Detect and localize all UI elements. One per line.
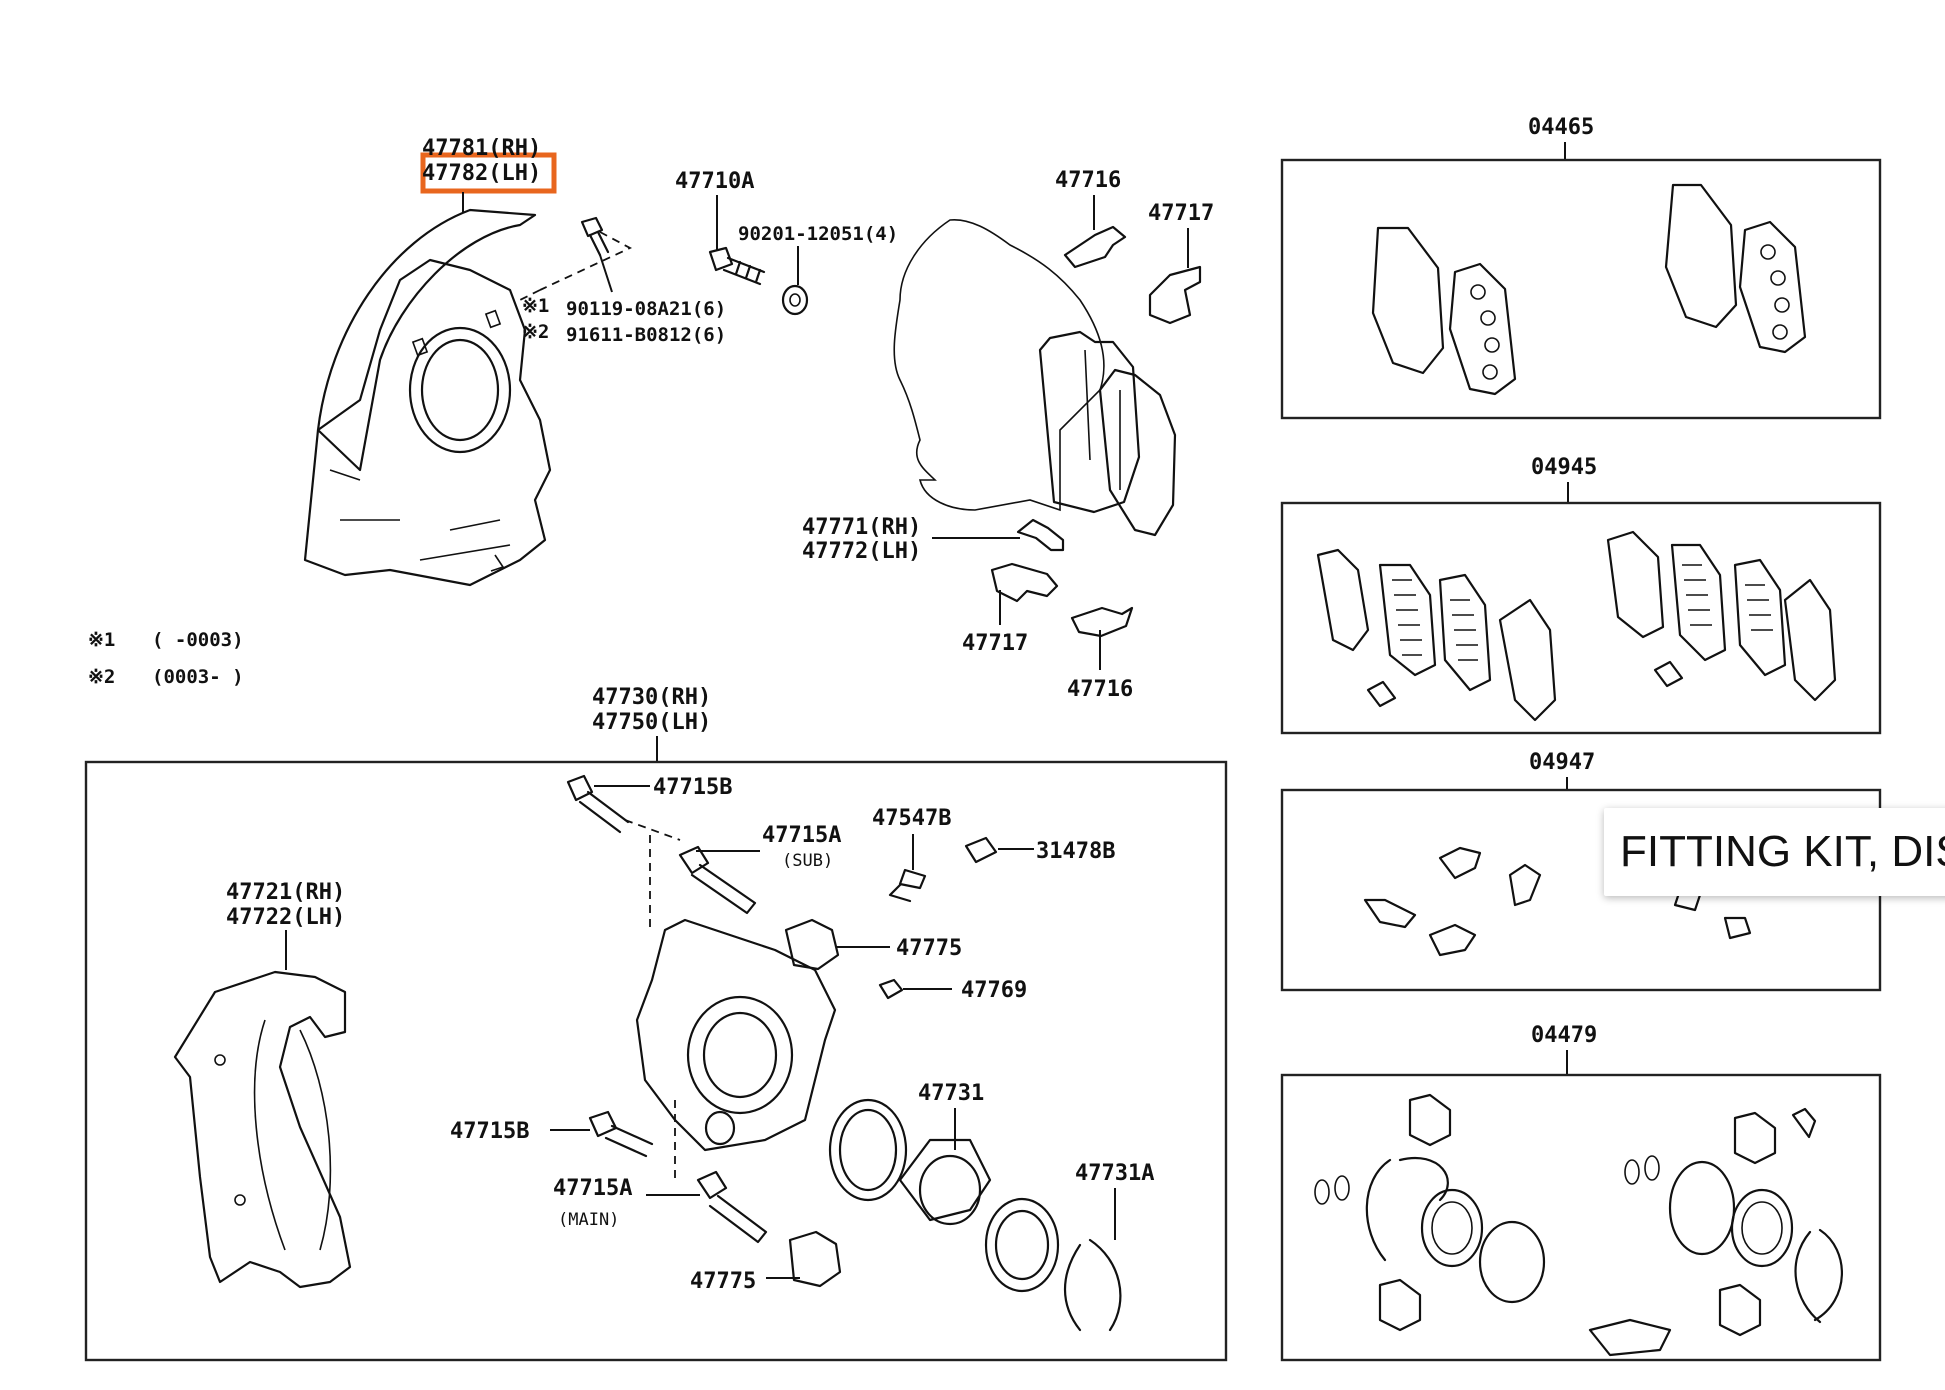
- note-1-marker: ※1: [88, 629, 115, 651]
- dust-cover-drawing: [303, 208, 552, 587]
- bolt-47710a-drawing: [708, 246, 766, 286]
- pad-clips-04947-drawing: [1363, 846, 1752, 957]
- label-main: (MAIN): [558, 1210, 619, 1230]
- seal-kit-04479-drawing: [1314, 1093, 1843, 1357]
- boot-47775-bottom-drawing: [788, 1230, 842, 1288]
- label-91611[interactable]: 91611-B0812(6): [566, 324, 726, 346]
- bolt-90119-drawing: [580, 216, 610, 257]
- label-47771[interactable]: 47771(RH): [802, 515, 921, 540]
- label-47717-top[interactable]: 47717: [1148, 201, 1214, 226]
- label-47730[interactable]: 47730(RH): [592, 685, 711, 710]
- label-47710a[interactable]: 47710A: [675, 169, 754, 194]
- label-kit-04947[interactable]: 04947: [1529, 750, 1595, 775]
- clip-47716-bottom-drawing: [1070, 606, 1134, 638]
- label-47715a-bottom[interactable]: 47715A: [553, 1176, 632, 1201]
- label-47722[interactable]: 47722(LH): [226, 905, 345, 930]
- pad-support-drawing: [893, 219, 1177, 537]
- piston-47731-drawing: [828, 1098, 992, 1226]
- label-47715b-top[interactable]: 47715B: [653, 775, 732, 800]
- caliper-assembly-box: [84, 760, 1228, 1362]
- label-47547b[interactable]: 47547B: [872, 806, 951, 831]
- anti-squeal-shims-04945-drawing: [1316, 530, 1837, 722]
- clip-47716-top-drawing: [1063, 225, 1127, 269]
- label-47769[interactable]: 47769: [961, 978, 1027, 1003]
- cap-31478b-drawing: [964, 836, 998, 864]
- marker-2: ※2: [522, 321, 549, 343]
- bolt-47715b-top-drawing: [566, 774, 630, 834]
- shim-47771-drawing: [1016, 518, 1065, 552]
- part-name-tooltip: FITTING KIT, DIS: [1604, 808, 1945, 896]
- label-31478b[interactable]: 31478B: [1036, 839, 1115, 864]
- note-2-text: (0003- ): [152, 666, 244, 688]
- plug-47769-drawing: [878, 978, 904, 1000]
- pin-47715a-bottom-drawing: [696, 1170, 768, 1244]
- clip-47717-top-drawing: [1148, 265, 1202, 325]
- kit-box-04945: [1280, 501, 1882, 735]
- label-47731[interactable]: 47731: [918, 1081, 984, 1106]
- label-47716-top[interactable]: 47716: [1055, 168, 1121, 193]
- kit-box-04465: [1280, 158, 1882, 420]
- bolt-47715b-bottom-drawing: [588, 1110, 654, 1158]
- label-47731a[interactable]: 47731A: [1075, 1161, 1154, 1186]
- label-47750[interactable]: 47750(LH): [592, 710, 711, 735]
- mounting-bracket-drawing: [173, 970, 352, 1289]
- label-47772[interactable]: 47772(LH): [802, 539, 921, 564]
- note-2-marker: ※2: [88, 666, 115, 688]
- boot-47775-top-drawing: [784, 918, 840, 971]
- pin-47715a-top-drawing: [678, 845, 757, 915]
- label-sub: (SUB): [782, 851, 833, 871]
- label-47716-bottom[interactable]: 47716: [1067, 677, 1133, 702]
- brake-pads-04465-drawing: [1371, 183, 1807, 396]
- label-kit-04465[interactable]: 04465: [1528, 115, 1594, 140]
- label-90119[interactable]: 90119-08A21(6): [566, 298, 726, 320]
- label-90201[interactable]: 90201-12051(4): [738, 223, 898, 245]
- washer-90201-drawing: [781, 284, 809, 316]
- clip-47717-bottom-drawing: [990, 562, 1059, 603]
- label-47715b-bottom[interactable]: 47715B: [450, 1119, 529, 1144]
- kit-box-04479: [1280, 1073, 1882, 1362]
- marker-1: ※1: [522, 295, 549, 317]
- label-kit-04479[interactable]: 04479: [1531, 1023, 1597, 1048]
- label-47782[interactable]: 47782(LH): [422, 161, 541, 186]
- tooltip-text: FITTING KIT, DIS: [1620, 827, 1945, 876]
- caliper-body-drawing: [635, 918, 837, 1152]
- label-47717-bottom[interactable]: 47717: [962, 631, 1028, 656]
- bleeder-47547b-drawing: [888, 868, 927, 903]
- label-47775-top[interactable]: 47775: [896, 936, 962, 961]
- label-47715a-top[interactable]: 47715A: [762, 823, 841, 848]
- label-47781[interactable]: 47781(RH): [422, 136, 541, 161]
- label-47721[interactable]: 47721(RH): [226, 880, 345, 905]
- label-47775-bottom[interactable]: 47775: [690, 1269, 756, 1294]
- highlight-box-47782: [420, 152, 557, 194]
- label-kit-04945[interactable]: 04945: [1531, 455, 1597, 480]
- seal-47731a-drawing: [984, 1197, 1122, 1332]
- note-1-text: ( -0003): [152, 629, 244, 651]
